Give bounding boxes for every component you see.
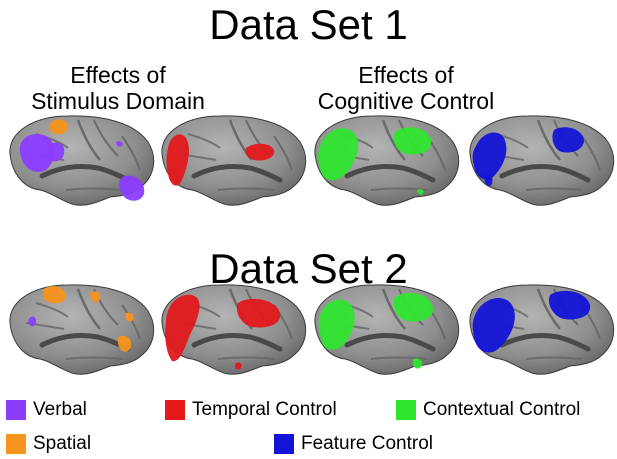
legend-swatch-temporal [165, 400, 185, 420]
activation-verbal [28, 316, 36, 327]
subtitle-stimulus-domain-line2: Stimulus Domain [31, 88, 205, 114]
activation-spatial [125, 312, 134, 322]
activation-spatial [44, 286, 66, 304]
activation-contextual [393, 127, 432, 155]
activation-temporal [165, 294, 200, 362]
activation-contextual [417, 189, 424, 195]
brain-panel-temporal-control-2 [162, 285, 306, 374]
activation-feature [484, 174, 493, 186]
activation-temporal [235, 362, 242, 370]
legend-swatch-verbal [6, 400, 26, 420]
activation-temporal [236, 298, 281, 328]
brain-panel-feature-control-1 [470, 116, 614, 205]
activation-verbal [46, 142, 65, 162]
brain-panel-contextual-control-1 [315, 116, 459, 205]
activation-temporal [245, 143, 275, 161]
legend-swatch-contextual [396, 400, 416, 420]
activation-temporal [166, 134, 189, 186]
activation-spatial [90, 291, 101, 303]
brain-panel-stimulus-domain-1 [10, 116, 154, 205]
activation-verbal [19, 133, 55, 172]
legend-label-feature: Feature Control [301, 433, 434, 454]
legend-item-verbal: Verbal [6, 399, 87, 421]
subtitle-cognitive-control-line2: Cognitive Control [317, 88, 495, 114]
activation-spatial [50, 119, 68, 135]
legend-label-contextual: Contextual Control [423, 399, 581, 420]
cortex-surface [10, 285, 154, 374]
activation-contextual [318, 128, 359, 181]
legend-item-feature: Feature Control [274, 433, 433, 455]
legend-item-temporal: Temporal Control [165, 399, 337, 421]
activation-contextual [318, 299, 355, 350]
legend-label-spatial: Spatial [33, 433, 92, 454]
activation-feature [552, 127, 584, 153]
legend-swatch-spatial [6, 434, 26, 454]
legend-label-verbal: Verbal [33, 399, 87, 420]
title-data-set-2: Data Set 2 [209, 245, 408, 292]
activation-feature [472, 132, 507, 180]
brain-panel-stimulus-domain-2 [10, 285, 154, 374]
activation-contextual [412, 358, 423, 369]
brain-panel-feature-control-2 [470, 285, 614, 374]
activation-feature [472, 298, 515, 353]
legend-item-contextual: Contextual Control [396, 399, 580, 421]
title-data-set-1: Data Set 1 [209, 1, 408, 48]
legend-swatch-feature [274, 434, 294, 454]
subtitle-cognitive-control-line1: Effects of [358, 62, 454, 88]
brain-panel-contextual-control-2 [315, 285, 459, 374]
subtitle-stimulus-domain: Effects of Stimulus Domain [0, 62, 236, 114]
legend-item-spatial: Spatial [6, 433, 91, 455]
subtitle-stimulus-domain-line1: Effects of [70, 62, 166, 88]
legend-label-temporal: Temporal Control [192, 399, 337, 420]
activation-verbal [119, 175, 145, 201]
activation-spatial [117, 335, 132, 352]
subtitle-cognitive-control: Effects of Cognitive Control [296, 62, 516, 114]
activation-feature [548, 290, 591, 320]
activation-verbal [116, 141, 123, 147]
activation-contextual [393, 292, 434, 322]
brain-panel-temporal-control-1 [162, 116, 306, 205]
